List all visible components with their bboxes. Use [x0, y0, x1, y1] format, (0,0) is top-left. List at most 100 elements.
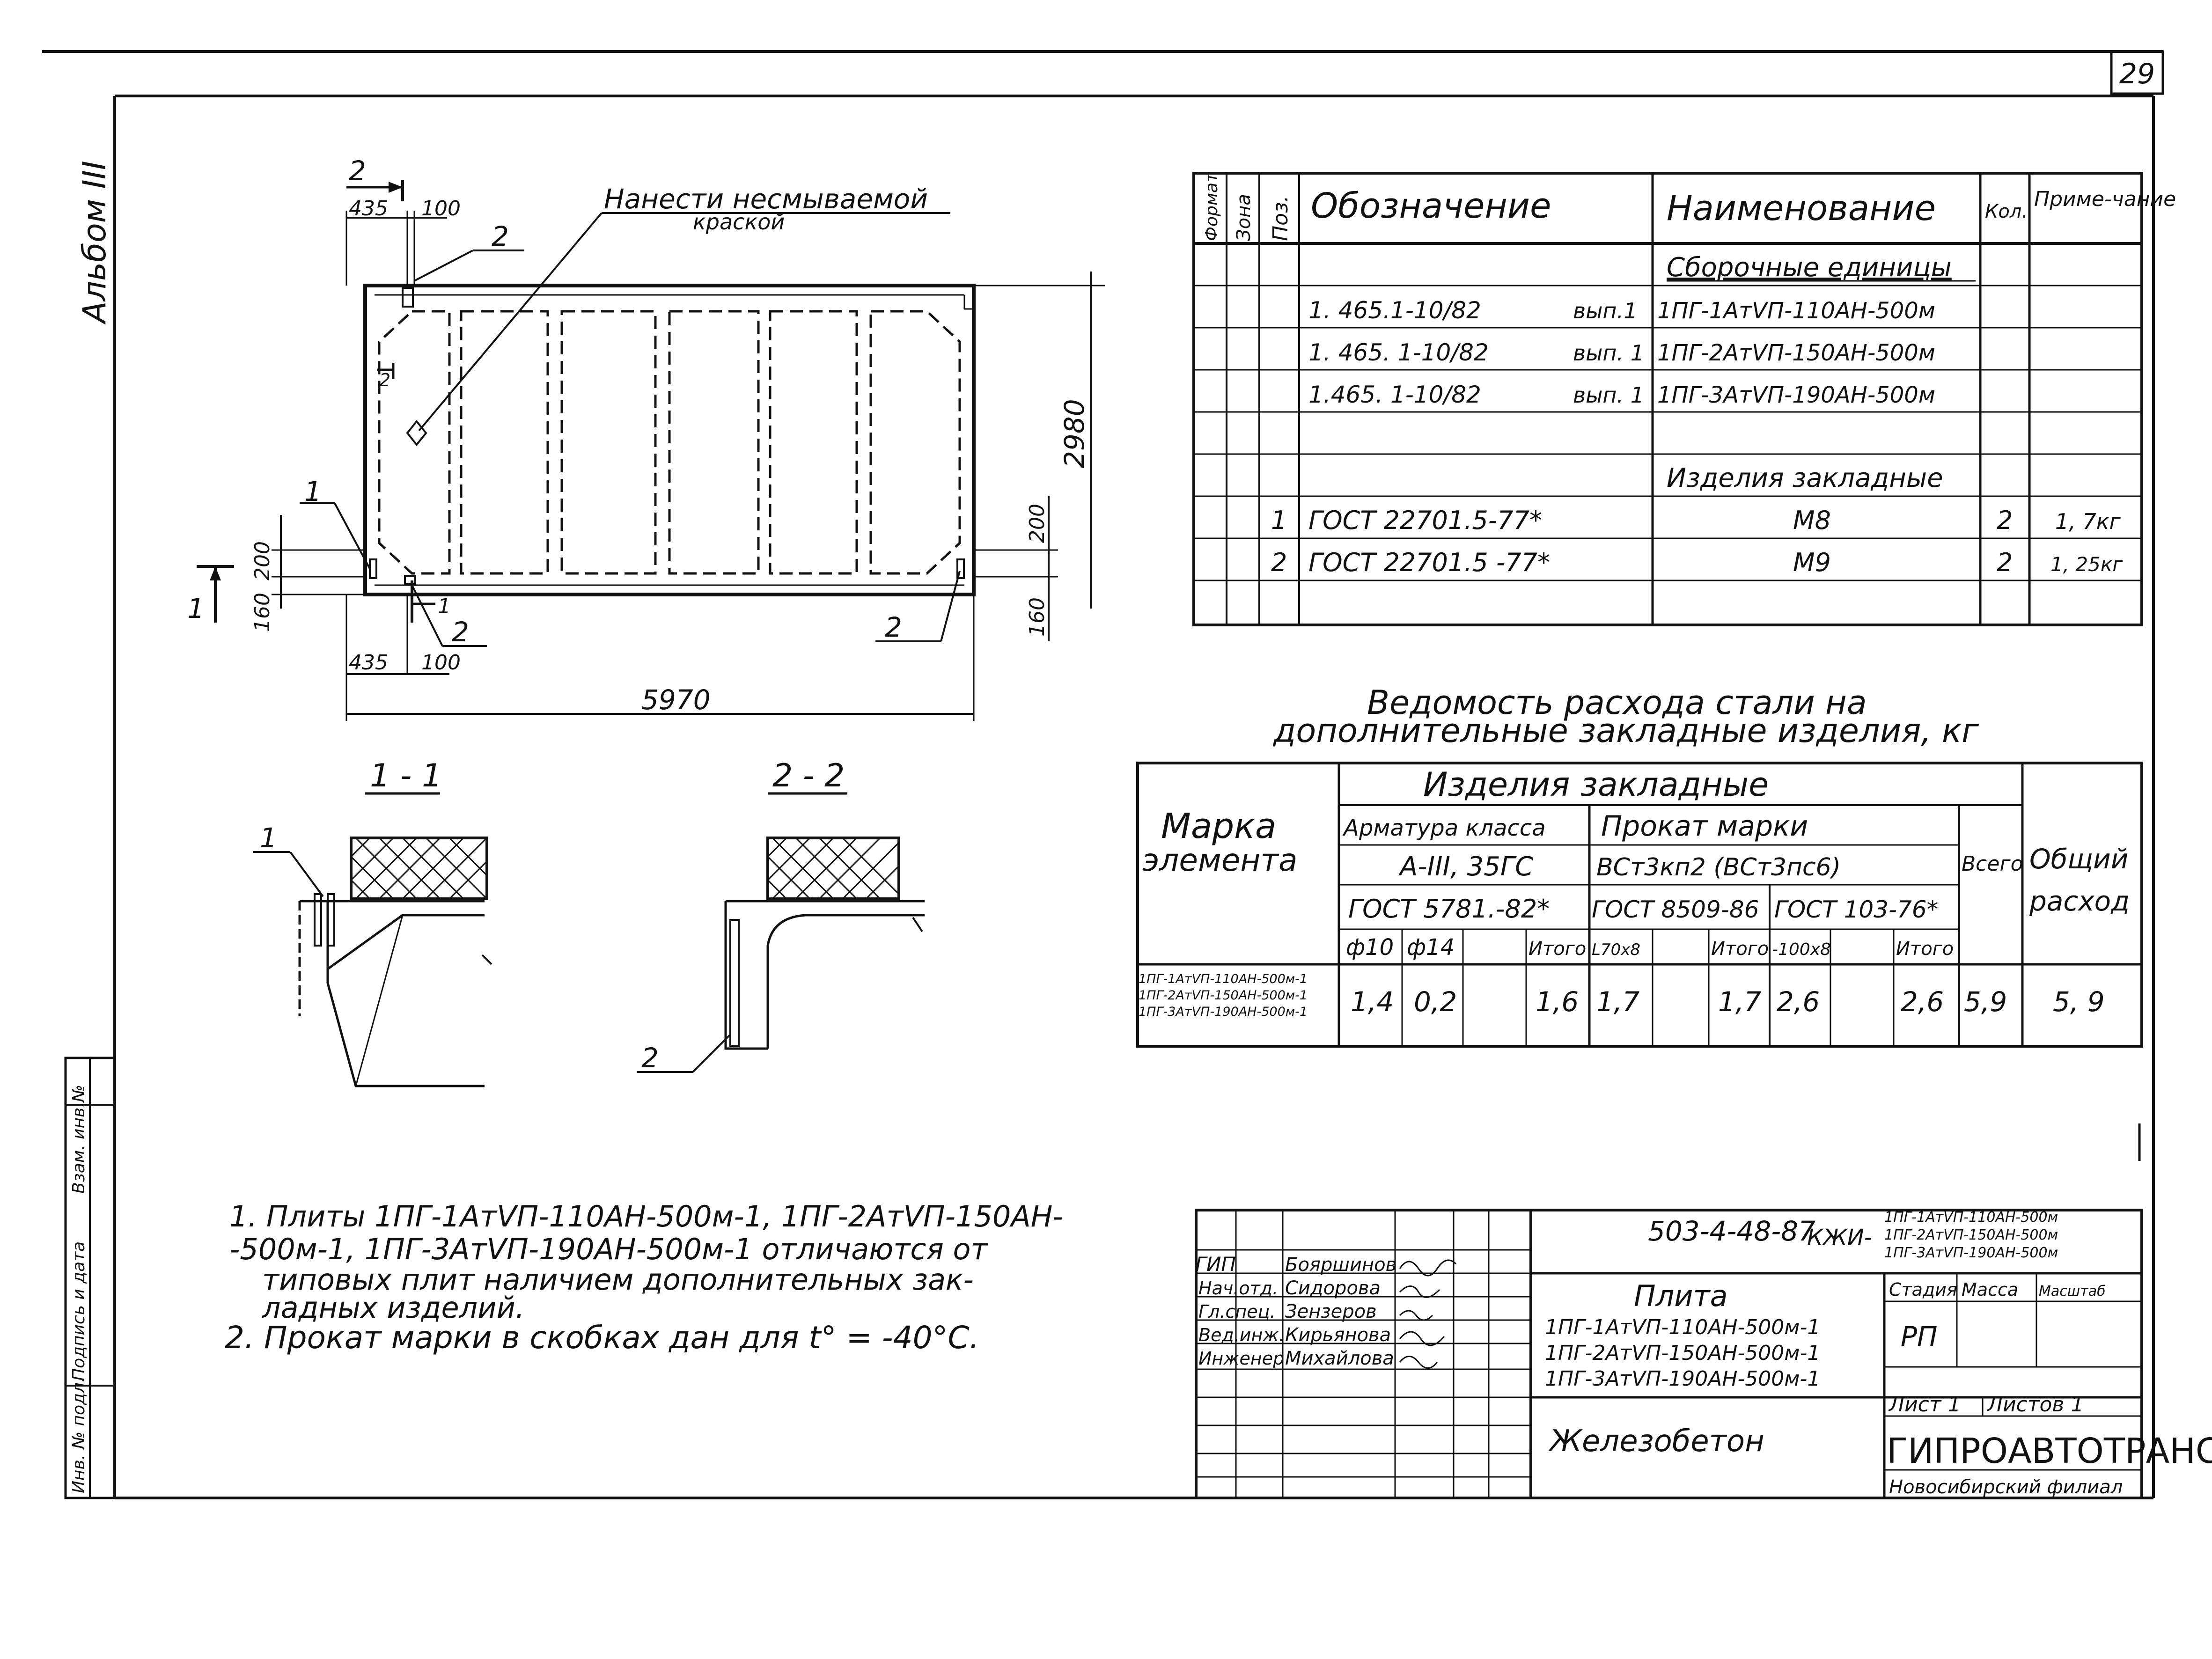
rib-panel-4 [668, 310, 760, 575]
dim-height: 2980 [1058, 399, 1090, 468]
tb-role-3: Вед.инж. [1198, 1325, 1285, 1345]
paint-note-line1: Нанести несмываемой [604, 183, 928, 215]
spec-row3-name: 1ПГ-3АтVП-190АН-500м [1657, 382, 1935, 408]
steel-sub-itogo1: Итого [1529, 938, 1586, 960]
steel-rebar-class: Арматура класса [1342, 815, 1546, 841]
steel-overall-h2: расход [2029, 885, 2130, 917]
spec-section-embeds: Изделия закладные [1667, 463, 1943, 493]
steel-val-d14: 0,2 [1414, 986, 1457, 1018]
steel-rolled-gost1: ГОСТ 8509-86 [1592, 896, 1759, 923]
spec-emb2-note: 1, 25кг [2050, 553, 2123, 576]
steel-overall-h1: Общий [2029, 843, 2128, 875]
embed-bottom [404, 575, 416, 585]
spec-emb2-name: М9 [1793, 548, 1831, 577]
tb-item-mark-2: 1ПГ-2АтVП-150АН-500м-1 [1545, 1341, 1820, 1365]
tb-item-title: Плита [1634, 1279, 1728, 1313]
tb-sheets: Листов 1 [1986, 1393, 2084, 1417]
side-stamp: Инв. № подл. Подпись и дата Взам. инв.№ [64, 1057, 116, 1499]
section-1-1-callout: 1 [260, 822, 277, 854]
spec-emb1-note: 1, 7кг [2055, 509, 2121, 534]
callout-2-bottom: 2 [452, 616, 469, 648]
dim-100-bottom: 100 [421, 651, 461, 675]
spec-row2-ver: вып. 1 [1573, 340, 1644, 366]
tb-doc-mark-3: 1ПГ-3АтVП-190АН-500м [1884, 1245, 2058, 1261]
note-1-line3: типовых плит наличием дополнительных зак… [262, 1263, 974, 1297]
spec-emb2-pos: 2 [1271, 548, 1287, 577]
tb-scale-h: Масштаб [2039, 1283, 2106, 1299]
slab-outline [363, 284, 976, 596]
tb-name-2: Зензеров [1285, 1301, 1377, 1322]
section-1-1: 1 - 1 1 [253, 757, 492, 1087]
steel-val-100: 2,6 [1777, 986, 1820, 1018]
note-1-line1: 1. Плиты 1ПГ-1АтVП-110АН-500м-1, 1ПГ-2Ат… [229, 1199, 1063, 1233]
steel-title-line1: Ведомость расхода стали на [1367, 683, 1867, 722]
insulation-1 [350, 837, 488, 900]
tb-doc-suffix: КЖИ- [1807, 1225, 1872, 1251]
spec-table [1192, 172, 2143, 626]
steel-rebar-gost: ГОСТ 5781.-82* [1348, 894, 1550, 924]
steel-sub-itogo3: Итого [1896, 938, 1954, 960]
spec-row3-ver: вып. 1 [1573, 382, 1644, 408]
spec-row1-name: 1ПГ-1АтVП-110АН-500м [1657, 298, 1935, 324]
steel-sub-d10: ф10 [1346, 934, 1394, 961]
paint-marker-icon [406, 419, 427, 447]
tb-name-0: Бояршинов [1285, 1254, 1396, 1276]
spec-emb1-qty: 2 [1997, 506, 2013, 535]
tb-role-0: ГИП [1196, 1253, 1236, 1276]
signatures [1399, 1259, 1457, 1369]
tb-mass-h: Масса [1962, 1279, 2018, 1300]
tb-name-3: Кирьянова [1285, 1324, 1391, 1346]
spec-row3-designation: 1.465. 1-10/82 [1308, 381, 1481, 408]
spec-h-format: Формат [1202, 172, 1221, 241]
tb-doc-mark-2: 1ПГ-2АтVП-150АН-500м [1884, 1227, 2058, 1243]
steel-sub-100: -100х8 [1772, 940, 1831, 959]
steel-sub-d14: ф14 [1407, 934, 1455, 961]
steel-val-itogo2: 1,7 [1718, 986, 1761, 1018]
steel-table [1136, 762, 2143, 1048]
steel-val-itogo3: 2,6 [1901, 986, 1944, 1018]
tb-sheet: Лист 1 [1888, 1393, 1961, 1417]
tb-name-1: Сидорова [1285, 1277, 1381, 1299]
rib-panel-2 [460, 310, 549, 575]
stamp-sign-date: Подпись и дата [69, 1241, 88, 1381]
steel-rolled-gost2: ГОСТ 103-76* [1774, 896, 1939, 923]
spec-h-name: Наименование [1667, 188, 1936, 228]
spec-h-pos: Поз. [1269, 196, 1293, 241]
paint-note-line2: краской [693, 209, 785, 235]
embed-top [402, 287, 414, 308]
tb-stage-v: РП [1901, 1321, 1938, 1352]
spec-row2-designation: 1. 465. 1-10/82 [1308, 339, 1489, 366]
steel-items-h: Изделия закладные [1423, 765, 1769, 804]
dim-160-right: 160 [1025, 597, 1049, 637]
dim-100-top: 100 [421, 197, 461, 220]
embed-right [956, 558, 965, 579]
steel-rebar-grade: А-III, 35ГС [1398, 852, 1533, 882]
cut-2-top: 2 [349, 155, 366, 187]
steel-mark-3: 1ПГ-3АтVП-190АН-500м-1 [1139, 1005, 1308, 1019]
steel-rolled-label: Прокат марки [1601, 810, 1808, 843]
cut-1-mid: 1 [438, 595, 451, 618]
section-2-2-callout: 2 [641, 1042, 659, 1074]
dim-200-left: 200 [250, 541, 274, 580]
rib-panel-1 [378, 310, 451, 575]
stamp-instead-inv: Взам. инв.№ [69, 1085, 88, 1194]
steel-total-h: Всего [1962, 852, 2023, 876]
tb-stage-h: Стадия [1889, 1279, 1957, 1300]
dim-length: 5970 [641, 684, 711, 716]
steel-title-line2: дополнительные закладные изделия, кг [1273, 712, 1979, 750]
plate-plan: Нанести несмываемой краской 435 100 2 2 … [187, 155, 1105, 721]
album-label: Альбом III [76, 161, 113, 325]
section-2-2: 2 - 2 2 [637, 757, 925, 1074]
tb-item-mark-3: 1ПГ-3АтVП-190АН-500м-1 [1545, 1367, 1820, 1391]
dim-200-right: 200 [1025, 504, 1049, 543]
steel-sub-itogo2: Итого [1711, 938, 1769, 960]
steel-val-itogo1: 1,6 [1536, 986, 1579, 1018]
spec-section-assemblies: Сборочные единицы [1667, 252, 1952, 283]
note-2: 2. Прокат марки в скобках дан для t° = -… [225, 1320, 979, 1356]
rib-panel-6 [869, 310, 961, 575]
callout-2-top: 2 [492, 220, 509, 252]
tb-role-4: Инженер [1198, 1348, 1284, 1369]
callout-2-right: 2 [885, 611, 902, 643]
page-number: 29 [2119, 58, 2155, 90]
spec-row1-designation: 1. 465.1-10/82 [1308, 297, 1481, 324]
